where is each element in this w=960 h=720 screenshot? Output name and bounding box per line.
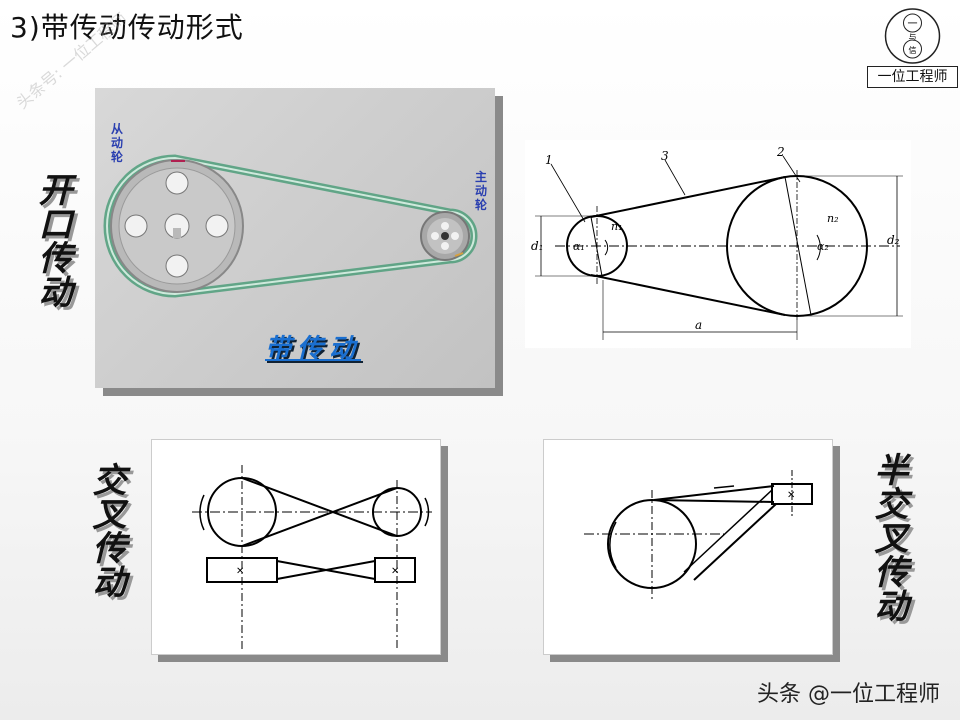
animation-caption: 带传动 xyxy=(265,334,362,364)
animation-panel: 从动轮 主动轮 带传动 xyxy=(95,88,495,388)
label-alpha1: α₁ xyxy=(573,240,585,253)
half-cross-belt-drawing: ✕ xyxy=(584,470,813,600)
svg-text:✕: ✕ xyxy=(391,566,399,577)
half-cross-belt-panel: ✕ xyxy=(543,439,833,655)
page-title: 3)带传动传动形式 xyxy=(10,11,244,44)
dim-d1: d₁ xyxy=(531,239,544,253)
logo-text: 一位工程师 xyxy=(867,66,958,88)
dim-a: a xyxy=(695,318,702,332)
cross-belt-drawing: ✕ ✕ xyxy=(192,465,432,650)
driver-pulley-label: 主动轮 xyxy=(474,170,487,212)
logo-circle-top: 一 xyxy=(908,19,918,30)
label-half-cross-text: 半交叉传动 xyxy=(868,452,908,622)
label-n2: n₂ xyxy=(827,212,839,225)
svg-text:✕: ✕ xyxy=(787,490,795,501)
label-open-belt: 开口传动 xyxy=(32,172,72,317)
source-credit: 头条 @一位工程师 xyxy=(757,682,940,707)
label-half-cross-belt: 半交叉传动 xyxy=(868,452,908,631)
label-cross-text: 交叉传动 xyxy=(86,462,126,598)
callout-1: 1 xyxy=(545,153,553,167)
label-cross-belt: 交叉传动 xyxy=(86,462,126,607)
label-alpha2: α₂ xyxy=(817,240,829,253)
open-belt-drawing: 1 3 2 d₁ d₂ n₁ n₂ α₁ α₂ a xyxy=(531,145,903,340)
logo-icon: 一 与 信 xyxy=(884,8,941,64)
label-n1: n₁ xyxy=(611,220,623,233)
dim-d2: d₂ xyxy=(887,233,900,247)
open-belt-schematic: 1 3 2 d₁ d₂ n₁ n₂ α₁ α₂ a xyxy=(525,140,911,348)
label-open-text: 开口传动 xyxy=(32,172,72,308)
driven-pulley-label: 从动轮 xyxy=(110,122,123,164)
svg-text:✕: ✕ xyxy=(236,566,244,577)
cross-belt-panel: ✕ ✕ xyxy=(151,439,441,655)
callout-3: 3 xyxy=(661,149,669,163)
logo-circle-mid: 与 xyxy=(909,33,917,42)
logo-circle-bottom: 信 xyxy=(909,45,917,55)
belt-animation-image xyxy=(103,154,478,298)
callout-2: 2 xyxy=(776,145,785,159)
